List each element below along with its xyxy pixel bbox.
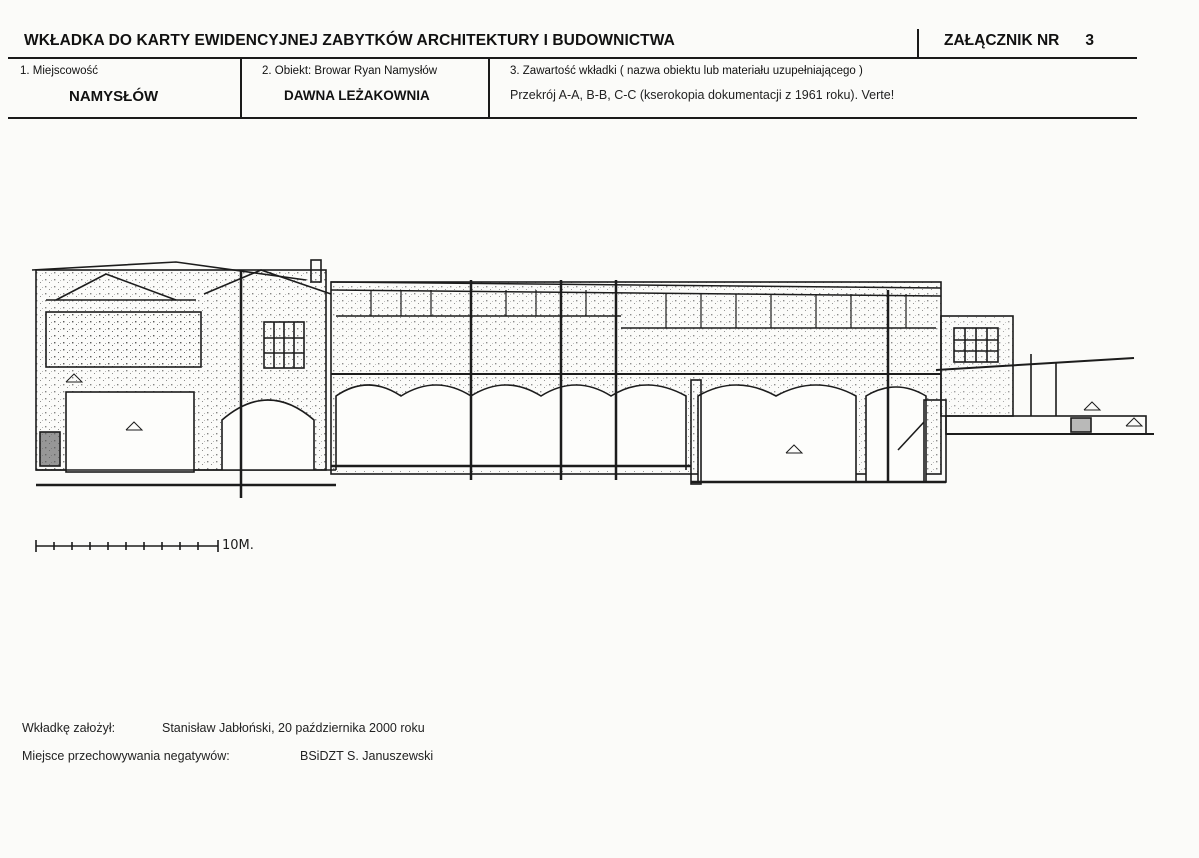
author-label: Wkładkę założył: [22, 721, 116, 735]
header-vertical-divider [917, 29, 919, 57]
fields-bottom-rule [8, 117, 1137, 119]
locality-value: NAMYSŁÓW [69, 88, 159, 105]
architectural-section-drawing: 0 10M. [31, 259, 1154, 553]
scale-bar: 0 10M. [35, 538, 254, 553]
contents-value: Przekrój A-A, B-B, C-C (kserokopia dokum… [510, 88, 895, 102]
locality-label: 1. Miejscowość [20, 65, 98, 77]
contents-label: 3. Zawartość wkładki ( nazwa obiektu lub… [510, 65, 863, 77]
fields-divider-1 [240, 59, 242, 119]
header-bottom-rule [8, 57, 1137, 59]
fields-divider-2 [488, 59, 490, 119]
annex-number: 3 [1085, 32, 1094, 49]
object-label: 2. Obiekt: Browar Ryan Namysłów [262, 65, 438, 77]
negatives-label: Miejsce przechowywania negatywów: [22, 749, 230, 763]
author-value: Stanisław Jabłoński, 20 października 200… [162, 721, 425, 735]
negatives-value: BSiDZT S. Januszewski [300, 749, 434, 763]
annex-box: ZAŁĄCZNIK NR 3 [944, 32, 1094, 50]
scale-end-label: 10M. [222, 538, 254, 553]
annex-label: ZAŁĄCZNIK NR [944, 32, 1060, 49]
sheet-title: WKŁADKA DO KARTY EWIDENCYJNEJ ZABYTKÓW A… [24, 32, 675, 49]
object-value: DAWNA LEŻAKOWNIA [284, 88, 430, 103]
